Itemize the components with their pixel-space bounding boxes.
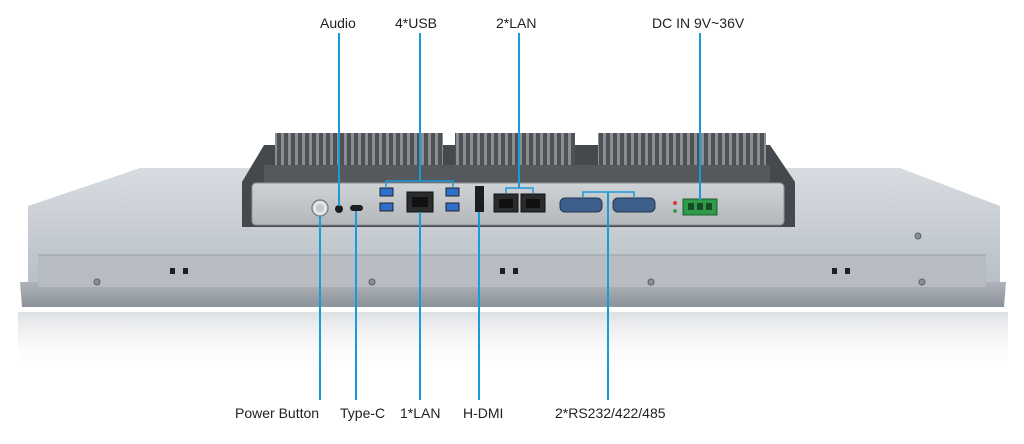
status-led-green [673, 209, 677, 213]
usb-ports-left [379, 187, 394, 212]
label-power-button: Power Button [235, 405, 320, 421]
label-2lan: 2*LAN [496, 15, 537, 31]
label-4usb: 4*USB [395, 15, 438, 31]
type-c-port [350, 205, 363, 211]
panel-lower-band [38, 255, 986, 287]
panel-front-edge [20, 282, 1006, 307]
label-1lan: 1*LAN [400, 405, 441, 421]
usb-ports-right [445, 187, 460, 212]
vent-slots [170, 268, 850, 274]
label-audio: Audio [320, 15, 356, 31]
heatsink-fins-middle [455, 133, 575, 167]
label-hdmi: H-DMI [463, 405, 504, 421]
panel-screws [93, 232, 926, 286]
label-serial: 2*RS232/422/485 [555, 405, 666, 421]
floor-reflection [18, 312, 1008, 372]
leader-lines [319, 33, 701, 400]
lan-ports-double [493, 193, 546, 213]
hdmi-port [475, 186, 484, 212]
label-dc-in: DC IN 9V~36V [652, 15, 745, 31]
label-type-c: Type-C [340, 405, 386, 421]
status-led-red [673, 201, 677, 205]
audio-jack-port [335, 205, 343, 213]
serial-ports [559, 197, 656, 213]
